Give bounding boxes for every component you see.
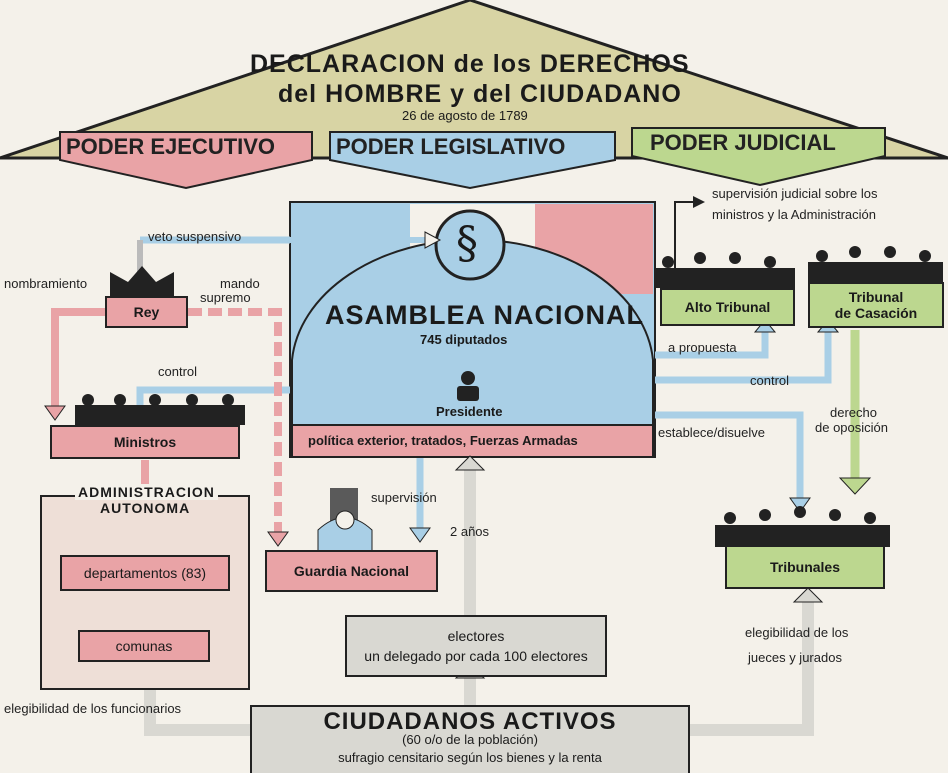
label-derecho-2: de oposición (815, 420, 888, 435)
label-mando-2: supremo (200, 290, 251, 305)
alto-tribunal-box: Alto Tribunal (660, 288, 795, 326)
label-supervision-judicial-2: ministros y la Administración (712, 207, 876, 222)
label-elegibilidad-jueces-1: elegibilidad de los (745, 625, 849, 640)
electores-label: electores (447, 628, 505, 644)
ministros-label: Ministros (113, 434, 177, 450)
label-dos-anos: 2 años (450, 524, 490, 539)
assembly-president: Presidente (436, 404, 503, 419)
crown-icon (110, 266, 174, 296)
arrow-establece (655, 411, 804, 500)
electores-box: electores un delegado por cada 100 elect… (345, 615, 607, 677)
assembly-deputies: 745 diputados (420, 332, 508, 347)
label-supervision-judicial-1: supervisión judicial sobre los (712, 186, 878, 201)
comunas-label: comunas (115, 638, 173, 654)
label-elegibilidad-funcionarios: elegibilidad de los funcionarios (4, 701, 182, 716)
departamentos-box: departamentos (83) (60, 555, 230, 591)
tribunal-casacion-label-1: Tribunal (848, 289, 904, 305)
title-line2: del HOMBRE y del CIUDADANO (278, 80, 682, 108)
label-control-left: control (158, 364, 198, 379)
rey-box: Rey (105, 296, 188, 328)
ciudadanos-percent: (60 o/o de la población) (402, 732, 538, 747)
arrow-mando-supremo (188, 308, 282, 535)
guardia-box: Guardia Nacional (265, 550, 438, 592)
title-date: 26 de agosto de 1789 (402, 108, 528, 123)
assembly-title: ASAMBLEA NACIONAL (325, 300, 644, 330)
arrow-elegibilidad-funcionarios (144, 672, 250, 736)
poder-judicial-label: PODER JUDICIAL (650, 130, 836, 155)
label-nombramiento: nombramiento (4, 276, 88, 291)
seal-circle (434, 209, 506, 281)
tribunal-casacion-box: Tribunal de Casación (808, 282, 944, 328)
departamentos-label: departamentos (83) (83, 565, 207, 581)
tribunal-casacion-label-2: de Casación (834, 305, 918, 321)
tribunales-box: Tribunales (725, 545, 885, 589)
arrow-control-left (136, 386, 290, 410)
assembly-competences: política exterior, tratados, Fuerzas Arm… (308, 433, 578, 448)
label-derecho-1: derecho (830, 405, 877, 420)
tribunales-label: Tribunales (769, 559, 841, 575)
arrow-elegibilidad-jueces (690, 600, 814, 736)
ciudadanos-title: CIUDADANOS ACTIVOS (323, 708, 617, 735)
label-veto: veto suspensivo (148, 229, 242, 244)
guardia-label: Guardia Nacional (293, 563, 410, 579)
label-supervision: supervisión (371, 490, 437, 505)
poder-legislativo-label: PODER LEGISLATIVO (336, 134, 566, 159)
arrow-nombramiento (51, 308, 105, 410)
banner-judicial (631, 127, 886, 187)
label-control-right: control (750, 373, 790, 388)
ciudadanos-box: CIUDADANOS ACTIVOS (60 o/o de la poblaci… (250, 705, 690, 773)
ministros-box: Ministros (50, 425, 240, 459)
label-mando-1: mando (220, 276, 260, 291)
judges-figures (655, 246, 943, 547)
arrow-control-right (655, 330, 832, 384)
poder-ejecutivo-label: PODER EJECUTIVO (66, 134, 276, 159)
banner-legislativo (329, 131, 616, 190)
administracion-title-line2: AUTONOMA (100, 500, 191, 516)
title-line1: DECLARACION de los DERECHOS (250, 50, 690, 78)
label-a-propuesta: a propuesta (668, 340, 737, 355)
rey-label: Rey (133, 304, 160, 320)
label-establece: establece/disuelve (658, 425, 765, 440)
administracion-title-line1: ADMINISTRACION (75, 484, 218, 500)
label-elegibilidad-jueces-2: jueces y jurados (748, 650, 842, 665)
ministers-figures (75, 394, 245, 425)
comunas-box: comunas (78, 630, 210, 662)
guard-figure (317, 488, 373, 561)
ciudadanos-sufragio: sufragio censitario según los bienes y l… (338, 750, 602, 765)
paragraph-icon: § (456, 218, 478, 269)
alto-tribunal-label: Alto Tribunal (684, 299, 771, 315)
electores-delegado-label: un delegado por cada 100 electores (364, 648, 588, 664)
president-figure (457, 386, 479, 401)
banner-ejecutivo (59, 131, 313, 190)
assembly-competences-band (291, 424, 654, 458)
